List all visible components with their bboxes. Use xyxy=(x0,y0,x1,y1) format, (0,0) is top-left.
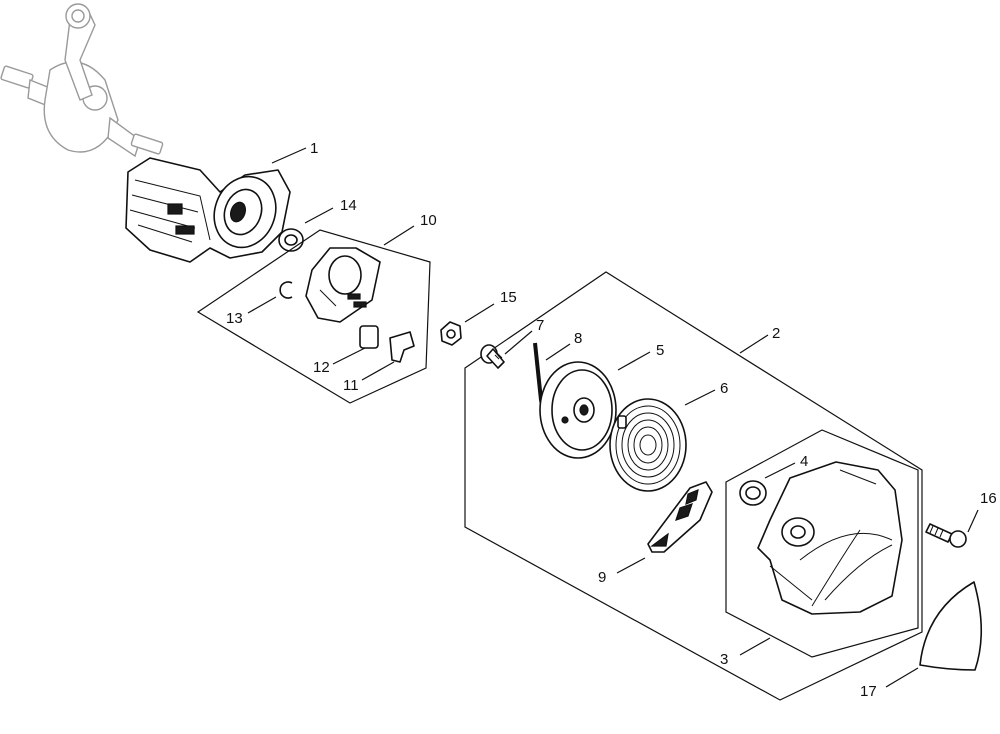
leader-5 xyxy=(617,351,651,371)
leader-6 xyxy=(684,389,716,406)
leader-7 xyxy=(504,330,533,355)
callout-2: 2 xyxy=(772,325,780,342)
part-14-washer-drawing xyxy=(278,228,304,252)
group-outline-3 xyxy=(725,429,919,658)
callout-labels: 1 2 3 4 5 6 7 8 9 10 11 12 13 14 15 16 1… xyxy=(226,140,997,700)
part-16-bolt-drawing xyxy=(925,523,967,548)
part-5-reel-drawing xyxy=(539,361,617,459)
callout-1: 1 xyxy=(310,140,318,157)
leader-lines xyxy=(247,147,979,688)
part-13-circlip-drawing xyxy=(279,281,293,299)
callout-9: 9 xyxy=(598,569,606,586)
part-7-screw-drawing xyxy=(480,344,505,369)
callout-8: 8 xyxy=(574,330,582,347)
part-9-handle-drawing xyxy=(647,481,713,553)
callout-11: 11 xyxy=(343,377,359,394)
callout-5: 5 xyxy=(656,342,664,359)
callout-12: 12 xyxy=(313,359,330,376)
leader-11 xyxy=(361,361,395,381)
callout-3: 3 xyxy=(720,651,728,668)
part-4-grommet-drawing xyxy=(739,480,767,506)
part-1-crankcase-drawing xyxy=(125,157,291,263)
crankshaft-drawing xyxy=(0,3,164,158)
leader-2 xyxy=(739,334,769,354)
leader-15 xyxy=(464,303,495,323)
callout-6: 6 xyxy=(720,380,728,397)
callout-17: 17 xyxy=(860,683,877,700)
part-6-spring-drawing xyxy=(609,398,687,492)
part-12-spring-drawing xyxy=(359,325,379,349)
group-outline-2 xyxy=(464,271,923,701)
callout-16: 16 xyxy=(980,490,997,507)
leader-9 xyxy=(616,557,646,574)
part-11-pawl-drawing xyxy=(389,331,415,363)
leader-12 xyxy=(332,347,366,365)
leader-10 xyxy=(383,225,415,246)
leader-16 xyxy=(967,509,979,533)
leader-1 xyxy=(271,147,307,164)
group-outline-10 xyxy=(196,229,431,404)
leader-3 xyxy=(739,637,771,656)
callout-7: 7 xyxy=(536,317,544,334)
part-17-cap-drawing xyxy=(919,581,983,671)
leader-4 xyxy=(764,462,796,479)
leader-13 xyxy=(247,296,277,314)
callout-13: 13 xyxy=(226,310,243,327)
leader-8 xyxy=(545,343,571,361)
leader-14 xyxy=(304,207,334,224)
part-3-starter-case-drawing xyxy=(757,461,903,615)
leader-17 xyxy=(885,667,919,688)
callout-4: 4 xyxy=(800,453,808,470)
callout-10: 10 xyxy=(420,212,437,229)
part-15-nut-drawing xyxy=(440,321,462,346)
part-10-cover-drawing xyxy=(305,247,381,323)
callout-15: 15 xyxy=(500,289,517,306)
callout-14: 14 xyxy=(340,197,357,214)
